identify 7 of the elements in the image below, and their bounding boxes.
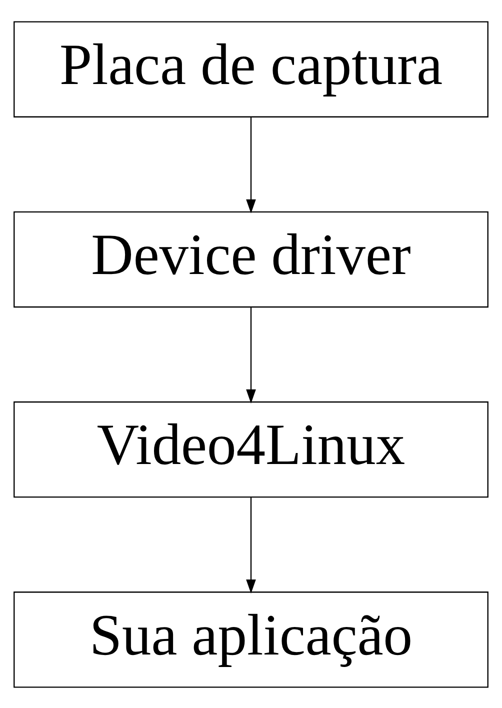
arrow (246, 116, 256, 213)
node-box: Video4Linux (14, 400, 488, 498)
arrow (246, 306, 256, 403)
node-box: Device driver (14, 210, 488, 308)
node-box: Sua aplicação (14, 591, 488, 688)
node-box: Placa de captura (14, 20, 488, 117)
arrow (246, 496, 256, 594)
